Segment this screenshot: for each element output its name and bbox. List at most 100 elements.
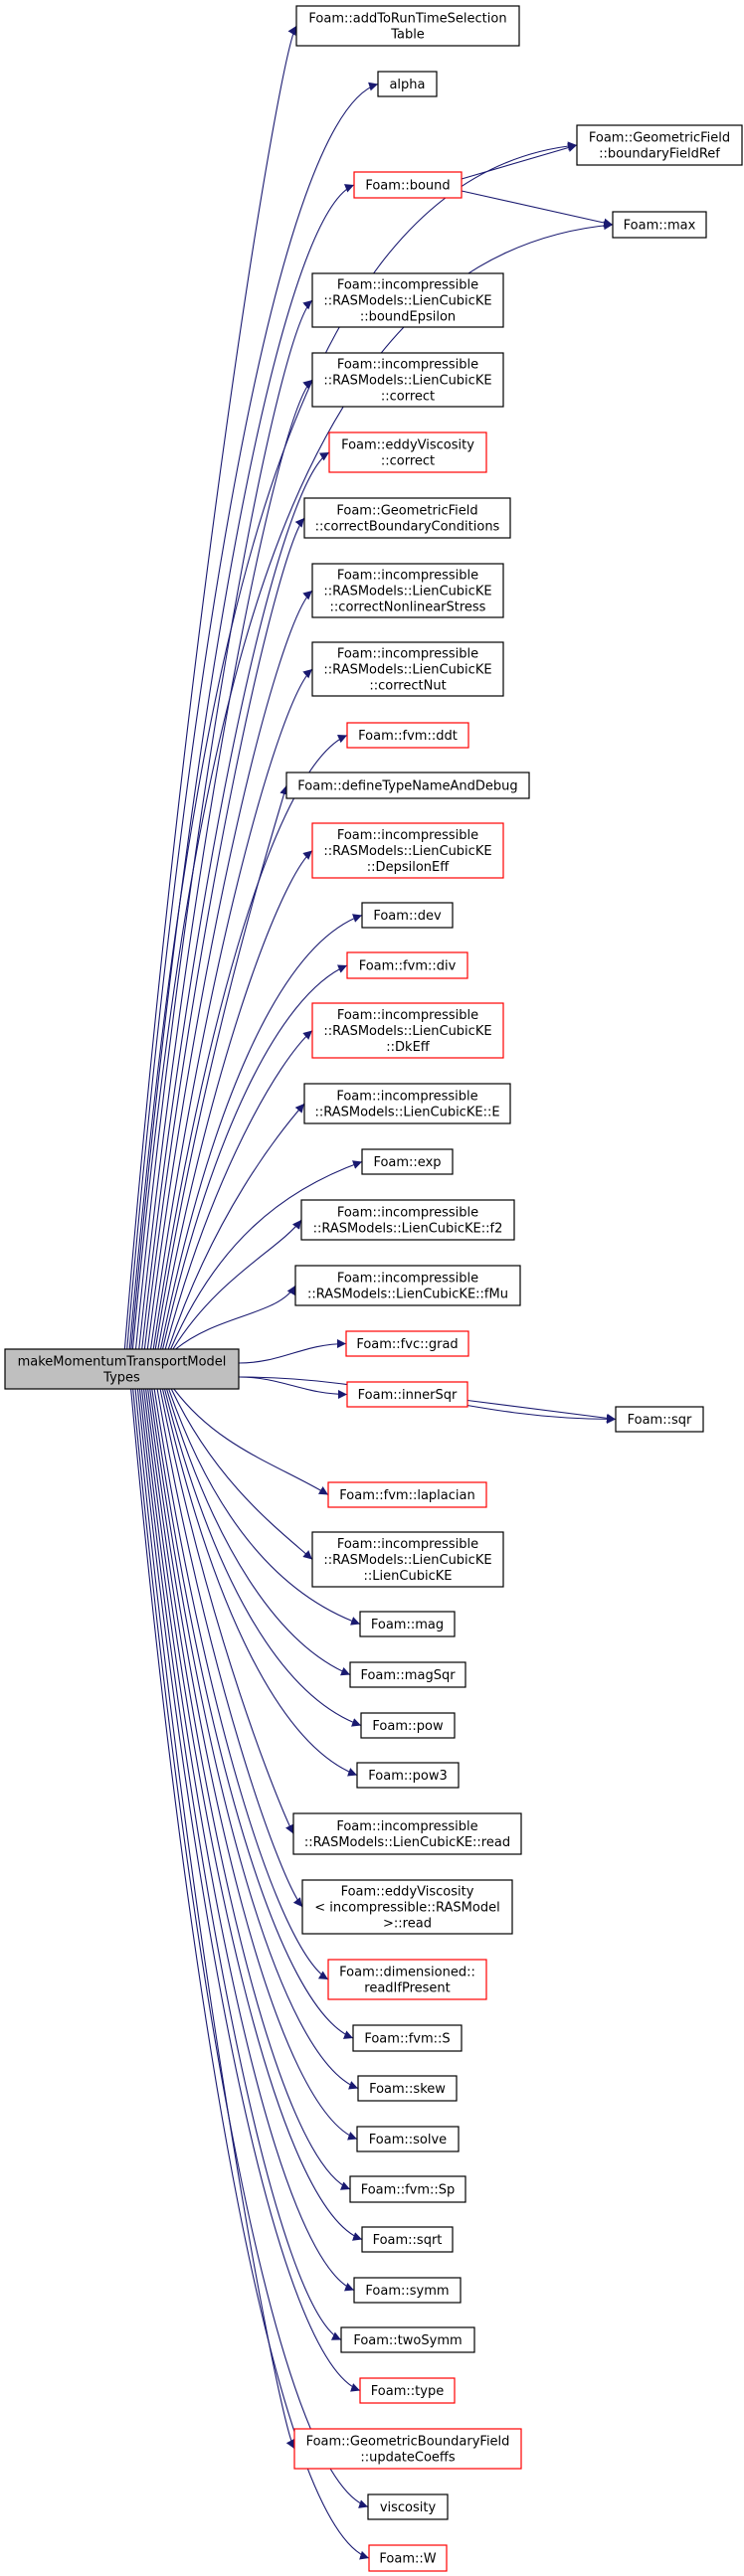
node-LienCubicKE[interactable]: Foam::incompressible::RASModels::LienCub… <box>311 1531 504 1588</box>
node-read[interactable]: Foam::incompressible::RASModels::LienCub… <box>292 1812 522 1855</box>
node-box <box>352 2024 463 2052</box>
edge-main-to-read <box>159 1388 294 1834</box>
node-box <box>311 641 504 697</box>
node-label: Types <box>102 1371 140 1386</box>
node-label: Foam::fvc::grad <box>356 1337 458 1352</box>
edge-main-to-sqrt <box>143 1388 363 2241</box>
node-updateCoeffs[interactable]: Foam::GeometricBoundaryField::updateCoef… <box>293 2428 522 2470</box>
edge-main-to-skew <box>149 1388 359 2090</box>
node-label: Foam::eddyViscosity <box>341 1885 474 1900</box>
node-label: Foam::type <box>371 2384 444 2399</box>
node-boundEpsilon[interactable]: Foam::incompressible::RASModels::LienCub… <box>311 272 504 328</box>
node-magSqr[interactable]: Foam::magSqr <box>349 1661 466 1688</box>
edge-main-to-pow3 <box>161 1388 358 1777</box>
node-correctBC[interactable]: Foam::GeometricField::correctBoundaryCon… <box>303 497 511 539</box>
node-innerSqr[interactable]: Foam::innerSqr <box>346 1381 468 1408</box>
node-box <box>311 1531 504 1588</box>
node-E[interactable]: Foam::incompressible::RASModels::LienCub… <box>303 1083 511 1124</box>
node-solve[interactable]: Foam::solve <box>356 2126 460 2152</box>
node-label: ::correctNonlinearStress <box>330 601 486 615</box>
node-label: Foam::pow <box>372 1719 444 1734</box>
node-dev[interactable]: Foam::dev <box>361 902 454 929</box>
node-mag[interactable]: Foam::mag <box>359 1611 456 1637</box>
edge-main-to-defineType <box>154 784 289 1350</box>
node-box <box>359 1611 456 1637</box>
node-eddyCorrect[interactable]: Foam::eddyViscosity::correct <box>328 431 487 473</box>
node-defineType[interactable]: Foam::defineTypeNameAndDebug <box>285 772 530 799</box>
node-correctNut[interactable]: Foam::incompressible::RASModels::LienCub… <box>311 641 504 697</box>
node-sqr[interactable]: Foam::sqr <box>615 1406 704 1433</box>
node-Sp[interactable]: Foam::fvm::Sp <box>349 2175 466 2203</box>
node-label: Foam::bound <box>365 179 450 194</box>
edge-main-to-W <box>130 1388 370 2560</box>
node-ddt[interactable]: Foam::fvm::ddt <box>346 722 469 749</box>
node-label: ::LienCubicKE <box>364 1569 453 1584</box>
edge-main-to-eddyRead <box>156 1388 303 1908</box>
node-box <box>311 563 504 618</box>
node-box <box>300 1199 515 1241</box>
node-bound[interactable]: Foam::bound <box>353 171 463 199</box>
edge-bound-to-boundaryFieldRef <box>461 143 578 180</box>
node-type[interactable]: Foam::type <box>359 2377 456 2404</box>
node-box <box>303 1083 511 1124</box>
node-pow3[interactable]: Foam::pow3 <box>356 1762 460 1789</box>
node-label: Foam::GeometricField <box>336 504 477 519</box>
node-label: ::boundaryFieldRef <box>599 147 720 162</box>
node-label: Foam::W <box>379 2552 436 2567</box>
node-box <box>295 5 520 47</box>
node-label: Foam::dev <box>373 909 442 924</box>
node-label: Foam::incompressible <box>337 1206 478 1221</box>
node-twoSymm[interactable]: Foam::twoSymm <box>340 2326 475 2353</box>
node-correct[interactable]: Foam::incompressible::RASModels::LienCub… <box>311 352 504 408</box>
node-div[interactable]: Foam::fvm::div <box>346 951 468 979</box>
node-label: Foam::innerSqr <box>358 1388 458 1403</box>
node-box <box>356 1762 460 1789</box>
edge-main-to-LienCubicKE <box>170 1388 313 1560</box>
node-viscosity[interactable]: viscosity <box>367 2493 449 2520</box>
node-f2[interactable]: Foam::incompressible::RASModels::LienCub… <box>300 1199 515 1241</box>
edge-main-to-dev <box>159 914 363 1350</box>
node-symm[interactable]: Foam::symm <box>353 2277 462 2304</box>
node-box <box>346 722 469 749</box>
node-label: >::read <box>383 1917 432 1932</box>
node-box <box>368 2544 448 2572</box>
node-sqrt[interactable]: Foam::sqrt <box>361 2226 454 2253</box>
node-box <box>285 772 530 799</box>
node-W[interactable]: Foam::W <box>368 2544 448 2572</box>
node-laplacian[interactable]: Foam::fvm::laplacian <box>327 1481 487 1508</box>
node-label: ::RASModels::LienCubicKE <box>323 1024 491 1039</box>
node-label: Foam::twoSymm <box>353 2333 462 2348</box>
node-box <box>356 2126 460 2152</box>
node-label: Foam::fvm::ddt <box>358 729 458 744</box>
edge-main-to-laplacian <box>173 1388 329 1495</box>
edges-layer <box>123 25 617 2560</box>
node-skew[interactable]: Foam::skew <box>357 2075 458 2102</box>
node-grad[interactable]: Foam::fvc::grad <box>345 1330 469 1357</box>
node-exp[interactable]: Foam::exp <box>361 1148 454 1175</box>
edge-main-to-alpha <box>126 82 379 1350</box>
node-label: Foam::fvm::laplacian <box>339 1488 474 1503</box>
edge-main-to-grad <box>238 1339 347 1364</box>
node-label: viscosity <box>380 2500 437 2515</box>
node-alpha[interactable]: alpha <box>377 71 438 97</box>
node-boundaryFieldRef[interactable]: Foam::GeometricField::boundaryFieldRef <box>576 124 743 166</box>
node-box <box>361 1148 454 1175</box>
node-max[interactable]: Foam::max <box>612 211 707 239</box>
node-pow[interactable]: Foam::pow <box>360 1712 456 1739</box>
node-DepsilonEff[interactable]: Foam::incompressible::RASModels::LienCub… <box>311 822 504 879</box>
edge-main-to-exp <box>170 1160 363 1350</box>
node-label: ::RASModels::LienCubicKE::fMu <box>307 1288 508 1302</box>
edge-main-to-mag <box>168 1388 361 1626</box>
node-label: Foam::exp <box>373 1155 441 1170</box>
node-correctNonlinearStress[interactable]: Foam::incompressible::RASModels::LienCub… <box>311 563 504 618</box>
node-eddyRead[interactable]: Foam::eddyViscosity< incompressible::RAS… <box>301 1879 513 1935</box>
node-readIfPresent[interactable]: Foam::dimensioned::readIfPresent <box>327 1959 487 2000</box>
node-DkEff[interactable]: Foam::incompressible::RASModels::LienCub… <box>311 1002 504 1059</box>
node-S[interactable]: Foam::fvm::S <box>352 2024 463 2052</box>
edge-main-to-readIfPresent <box>153 1388 329 1980</box>
node-box <box>353 2277 462 2304</box>
node-fMu[interactable]: Foam::incompressible::RASModels::LienCub… <box>294 1265 521 1306</box>
